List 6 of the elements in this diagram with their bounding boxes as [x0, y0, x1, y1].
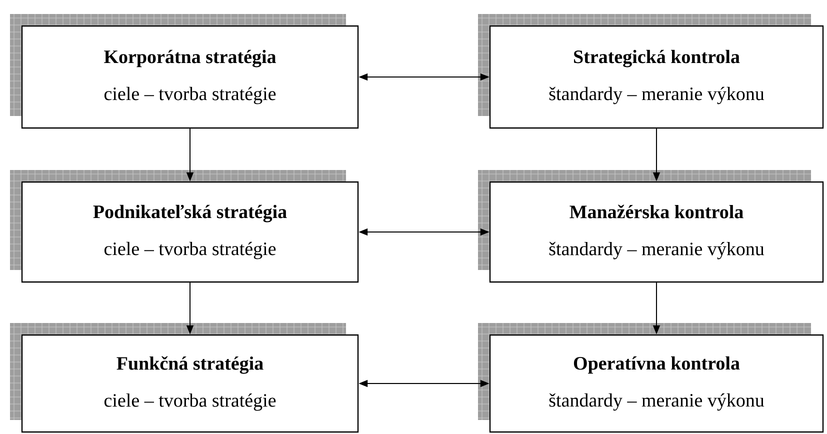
strategy-box: Podnikateľská stratégia ciele – tvorba stratégie	[21, 181, 359, 283]
strategy-box: Manažérska kontrola štandardy – meranie výkonu	[489, 181, 824, 283]
strategy-box: Strategická kontrola štandardy – meranie výkonu	[489, 25, 824, 129]
strategy-box: Operatívna kontrola štandardy – meranie výkonu	[489, 334, 824, 433]
strategy-box: Korporátna stratégia ciele – tvorba stratégie	[21, 25, 359, 129]
strategy-box: Funkčná stratégia ciele – tvorba stratégie	[21, 334, 359, 433]
